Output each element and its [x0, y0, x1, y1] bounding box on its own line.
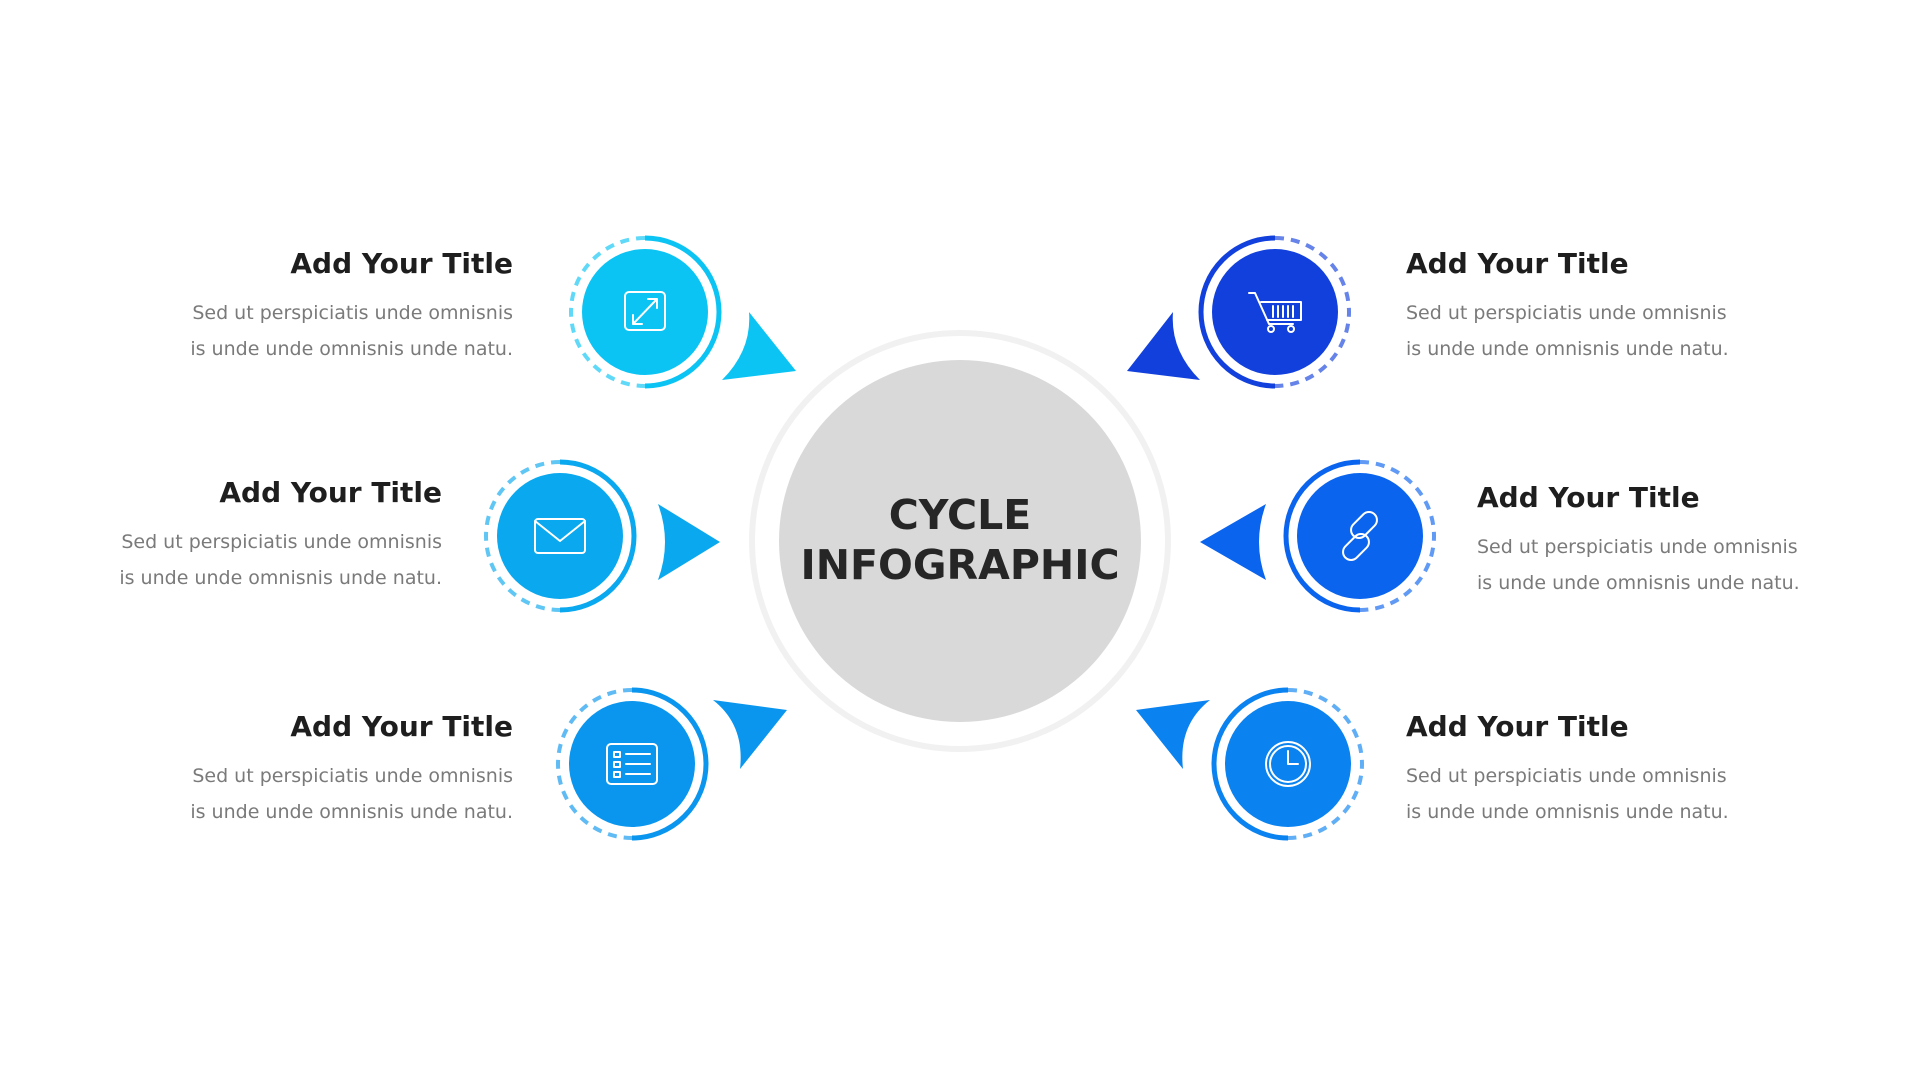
arrow-6 — [1136, 700, 1210, 769]
item-title: Add Your Title — [1406, 247, 1629, 280]
node-circle — [1212, 249, 1338, 375]
ring-dashed-arc — [1274, 236, 1351, 388]
item-title: Add Your Title — [1406, 710, 1629, 743]
item-body-line1: Sed ut perspiciatis unde omnisnis — [192, 302, 513, 324]
expand-icon — [624, 291, 666, 331]
ring-dashed-arc — [484, 460, 561, 612]
arrow-2 — [658, 504, 720, 580]
arrow-4 — [1127, 312, 1200, 380]
center-circle — [779, 360, 1141, 722]
node-3 — [556, 687, 709, 841]
ring-solid-arc — [631, 687, 709, 841]
item-body-line1: Sed ut perspiciatis unde omnisnis — [1477, 536, 1798, 558]
item-body-line2: is unde unde omnisnis unde natu. — [1477, 572, 1800, 594]
list-icon — [606, 743, 658, 785]
node-2 — [484, 459, 637, 613]
item-title: Add Your Title — [290, 710, 513, 743]
center-outer-ring — [749, 330, 1171, 752]
item-6: Add Your Title Sed ut perspiciatis unde … — [1406, 710, 1826, 830]
ring-solid-arc — [1283, 459, 1361, 613]
ring-dashed-arc — [1359, 460, 1436, 612]
ring-solid-arc — [644, 235, 722, 389]
arrow-3 — [713, 700, 787, 769]
item-body-line2: is unde unde omnisnis unde natu. — [190, 338, 513, 360]
link-icon — [1342, 511, 1378, 561]
item-body-line1: Sed ut perspiciatis unde omnisnis — [192, 765, 513, 787]
item-4: Add Your Title Sed ut perspiciatis unde … — [1406, 247, 1826, 367]
ring-dashed-arc — [1287, 688, 1364, 840]
node-circle — [497, 473, 623, 599]
ring-solid-arc — [1211, 687, 1289, 841]
item-body-line1: Sed ut perspiciatis unde omnisnis — [1406, 765, 1727, 787]
item-title: Add Your Title — [1477, 481, 1700, 514]
item-5: Add Your Title Sed ut perspiciatis unde … — [1477, 481, 1897, 601]
item-body-line2: is unde unde omnisnis unde natu. — [190, 801, 513, 823]
item-1: Add Your Title Sed ut perspiciatis unde … — [93, 247, 513, 367]
item-3: Add Your Title Sed ut perspiciatis unde … — [93, 710, 513, 830]
center-title-line2: INFOGRAPHIC — [800, 541, 1120, 589]
item-body-line1: Sed ut perspiciatis unde omnisnis — [121, 531, 442, 553]
node-1 — [569, 235, 722, 389]
item-title: Add Your Title — [290, 247, 513, 280]
item-body-line2: is unde unde omnisnis unde natu. — [119, 567, 442, 589]
node-5 — [1283, 459, 1436, 613]
ring-solid-arc — [1198, 235, 1276, 389]
item-title: Add Your Title — [219, 476, 442, 509]
item-2: Add Your Title Sed ut perspiciatis unde … — [22, 476, 442, 596]
center-title: CYCLE INFOGRAPHIC — [760, 490, 1160, 590]
center-title-line1: CYCLE — [888, 491, 1032, 539]
node-4 — [1198, 235, 1351, 389]
ring-dashed-arc — [569, 236, 646, 388]
cart-icon — [1248, 292, 1302, 333]
node-circle — [1297, 473, 1423, 599]
item-body-line2: is unde unde omnisnis unde natu. — [1406, 801, 1729, 823]
ring-dashed-arc — [556, 688, 633, 840]
item-body-line2: is unde unde omnisnis unde natu. — [1406, 338, 1729, 360]
arrow-5 — [1200, 504, 1266, 580]
ring-solid-arc — [559, 459, 637, 613]
arrow-1 — [722, 312, 796, 380]
mail-icon — [534, 518, 586, 554]
node-6 — [1211, 687, 1364, 841]
item-body-line1: Sed ut perspiciatis unde omnisnis — [1406, 302, 1727, 324]
clock-icon — [1265, 741, 1311, 787]
